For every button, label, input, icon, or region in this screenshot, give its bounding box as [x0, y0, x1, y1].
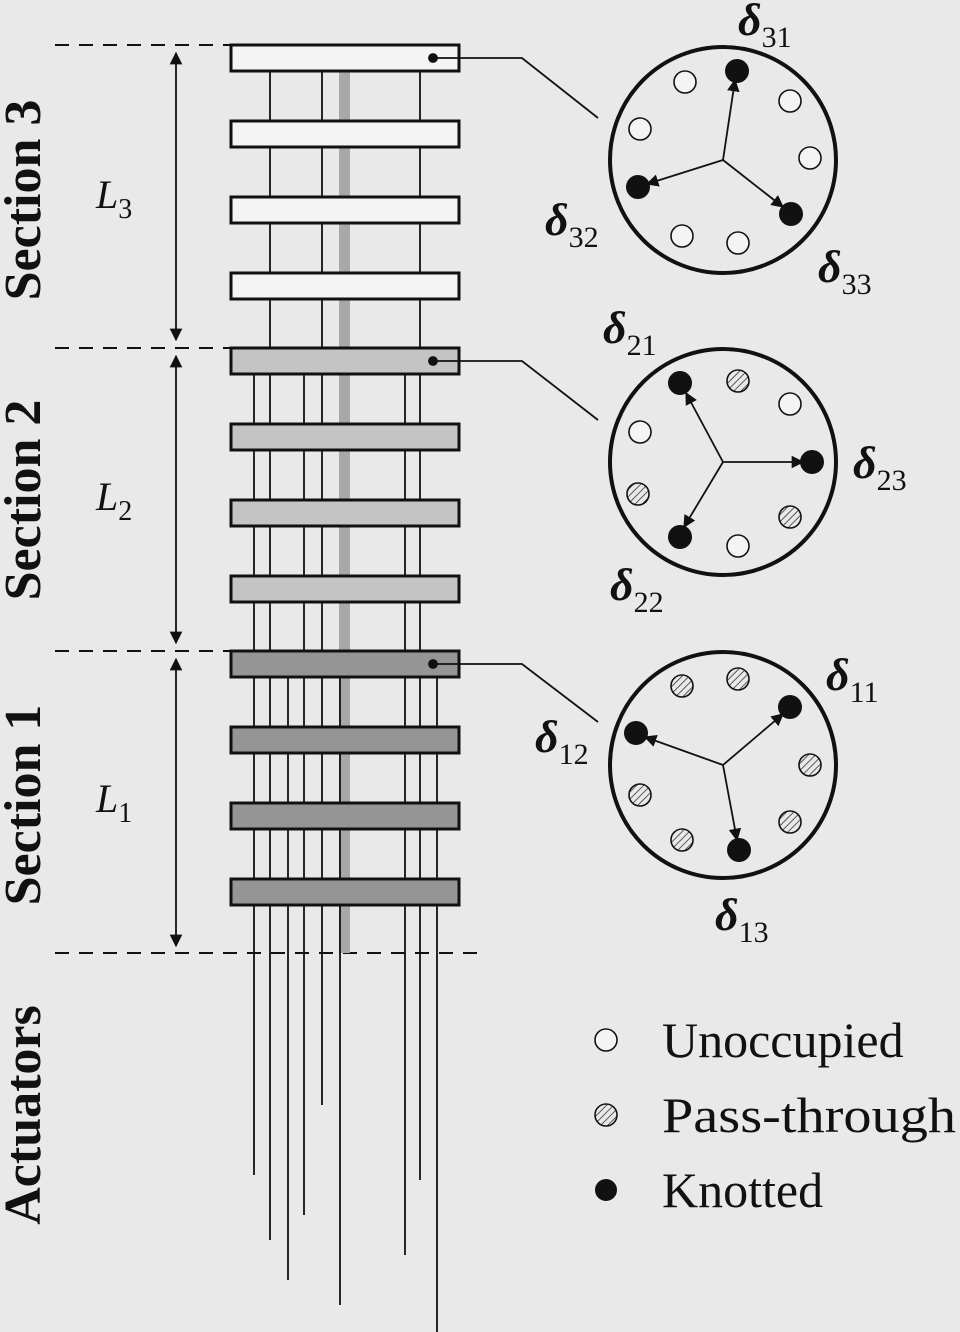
arrow-d13	[722, 764, 742, 842]
delta-label-32: δ32	[545, 194, 599, 254]
section-2-label: Section 2	[0, 400, 52, 601]
hole-unoccupied	[628, 420, 652, 444]
hole-knotted-d33	[779, 202, 803, 226]
section-dividers	[55, 44, 485, 954]
cross-section-1	[608, 650, 838, 880]
legend-knotted-marker	[595, 1179, 617, 1201]
hole-pass-through	[670, 674, 694, 698]
legend-unoccupied-label: Unoccupied	[662, 1012, 904, 1068]
leader-lines	[428, 53, 599, 723]
hole-unoccupied	[778, 89, 802, 113]
hole-unoccupied	[670, 224, 694, 248]
cross-section-2	[608, 347, 838, 577]
hole-unoccupied	[726, 231, 750, 255]
arrow-d33	[722, 159, 784, 208]
disk-s1-2	[229, 725, 461, 755]
arrow-d12	[643, 734, 724, 766]
hole-unoccupied	[778, 392, 802, 416]
disk-s1-1	[229, 649, 461, 679]
hole-knotted-d21	[668, 371, 692, 395]
hole-knotted-d13	[727, 838, 751, 862]
disks	[229, 43, 461, 907]
hole-pass-through	[670, 828, 694, 852]
hole-pass-through	[726, 667, 750, 691]
arrow-d31	[722, 78, 740, 161]
hole-knotted-d23	[800, 450, 824, 474]
disk-s3-1	[229, 43, 461, 73]
hole-pass-through	[726, 369, 750, 393]
disk-s2-4	[229, 574, 461, 604]
legend-pass-through-marker	[594, 1103, 618, 1127]
disk-s2-2	[229, 422, 461, 452]
disk-s2-1	[229, 346, 461, 376]
hole-unoccupied	[726, 534, 750, 558]
hole-pass-through	[778, 505, 802, 529]
delta-label-22: δ22	[610, 559, 664, 619]
leader-line-s1	[433, 663, 599, 723]
delta-label-23: δ23	[853, 437, 907, 497]
disk-s2-3	[229, 498, 461, 528]
delta-label-33: δ33	[818, 241, 872, 301]
legend: Unoccupied Pass-through Knotted	[594, 1012, 956, 1218]
disk-s3-2	[229, 119, 461, 149]
disk-s3-4	[229, 271, 461, 301]
delta-label-31: δ31	[738, 0, 792, 54]
delta-label-11: δ11	[826, 649, 878, 709]
disk-s1-4	[229, 877, 461, 907]
legend-pass-through-label: Pass-through	[662, 1087, 956, 1143]
cables	[253, 58, 438, 1332]
arrow-d21	[685, 391, 724, 463]
legend-unoccupied-marker	[594, 1028, 618, 1052]
hole-knotted-d22	[668, 525, 692, 549]
actuators-label: Actuators	[0, 1005, 52, 1225]
hole-pass-through	[628, 783, 652, 807]
hole-pass-through	[798, 753, 822, 777]
hole-unoccupied	[673, 70, 697, 94]
hole-knotted-d31	[725, 59, 749, 83]
arrow-d32	[645, 159, 724, 187]
length-label-L3: L3	[95, 172, 132, 225]
hole-knotted-d12	[624, 721, 648, 745]
hole-unoccupied	[628, 117, 652, 141]
length-label-L2: L2	[95, 474, 132, 527]
delta-label-13: δ13	[715, 889, 769, 949]
disk-s1-3	[229, 801, 461, 831]
legend-knotted-label: Knotted	[662, 1162, 823, 1218]
cross-section-2-outline	[608, 347, 838, 577]
disk-s3-3	[229, 195, 461, 225]
hole-unoccupied	[798, 146, 822, 170]
length-label-L1: L1	[95, 776, 132, 829]
leader-line-s2	[433, 360, 599, 421]
delta-label-12: δ12	[535, 711, 589, 771]
hole-pass-through	[626, 482, 650, 506]
hole-knotted-d32	[626, 175, 650, 199]
cross-section-3	[608, 45, 838, 275]
section-3-label: Section 3	[0, 100, 52, 301]
cross-section-3-outline	[608, 45, 838, 275]
arrow-d22	[683, 461, 724, 529]
section-1-label: Section 1	[0, 705, 52, 906]
hole-knotted-d11	[778, 695, 802, 719]
delta-label-21: δ21	[603, 302, 657, 362]
hole-pass-through	[778, 810, 802, 834]
arrow-d11	[722, 713, 784, 766]
leader-line-s3	[433, 57, 599, 119]
cross-section-1-outline	[608, 650, 838, 880]
